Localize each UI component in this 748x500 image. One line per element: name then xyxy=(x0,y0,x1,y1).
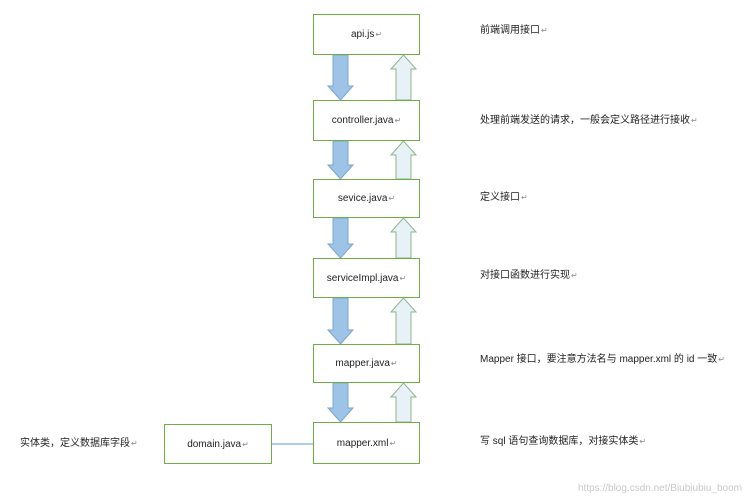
down-arrow-controller-service xyxy=(326,140,355,180)
impl-note-text: 对接口函数进行实现 xyxy=(480,270,570,281)
up-arrow-controller-api xyxy=(389,54,418,101)
service-impl-label: serviceImpl.java xyxy=(326,272,399,284)
service-note-text: 定义接口 xyxy=(480,192,520,203)
paragraph-mark-icon: ↵ xyxy=(375,30,383,39)
paragraph-mark-icon: ↵ xyxy=(242,439,249,449)
controller-note-text: 处理前端发送的请求，一般会定义路径进行接收 xyxy=(480,115,690,126)
service-java-label: sevice.java xyxy=(337,193,388,204)
domain-note: 实体类，定义数据库字段↵ xyxy=(20,438,138,450)
domain-java-box: domain.java↵ xyxy=(164,424,272,464)
down-arrow-service-impl xyxy=(326,217,355,259)
paragraph-mark-icon: ↵ xyxy=(399,273,407,283)
xml-note-text: 写 sql 语句查询数据库，对接实体类 xyxy=(480,436,639,447)
api-js-label: api.js xyxy=(350,29,375,40)
service-impl-box: serviceImpl.java↵ xyxy=(313,258,420,298)
up-arrow-mapper-impl xyxy=(389,297,418,345)
service-note: 定义接口↵ xyxy=(480,192,528,204)
down-arrow-impl-mapper xyxy=(326,297,355,345)
mapper-xml-label: mapper.xml xyxy=(336,437,389,449)
mapper-xml-box: mapper.xml↵ xyxy=(313,422,420,464)
controller-java-label: controller.java xyxy=(331,115,394,126)
controller-note: 处理前端发送的请求，一般会定义路径进行接收↵ xyxy=(480,115,698,127)
domain-note-text: 实体类，定义数据库字段 xyxy=(20,438,130,449)
service-java-box: sevice.java↵ xyxy=(313,179,420,218)
mapper-note-text: Mapper 接口，要注意方法名与 mapper.xml 的 id 一致 xyxy=(480,354,718,365)
paragraph-mark-icon: ↵ xyxy=(390,359,398,368)
paragraph-mark-icon: ↵ xyxy=(639,437,647,446)
watermark: https://blog.csdn.net/Biubiubiu_boom xyxy=(578,483,742,494)
mapper-note: Mapper 接口，要注意方法名与 mapper.xml 的 id 一致↵ xyxy=(480,354,725,366)
mapper-java-box: mapper.java↵ xyxy=(313,344,420,383)
paragraph-mark-icon: ↵ xyxy=(388,194,396,203)
up-arrow-service-controller xyxy=(389,140,418,180)
controller-java-box: controller.java↵ xyxy=(313,100,420,141)
up-arrow-xml-mapper xyxy=(389,382,418,423)
paragraph-mark-icon: ↵ xyxy=(389,438,397,448)
paragraph-mark-icon: ↵ xyxy=(718,355,725,364)
paragraph-mark-icon: ↵ xyxy=(541,26,548,35)
impl-note: 对接口函数进行实现↵ xyxy=(480,270,578,282)
api-js-box: api.js↵ xyxy=(313,14,420,55)
down-arrow-api-controller xyxy=(326,54,355,101)
up-arrow-impl-service xyxy=(389,217,418,259)
mapper-java-label: mapper.java xyxy=(335,358,390,369)
api-note-text: 前端调用接口 xyxy=(480,25,540,36)
xml-note: 写 sql 语句查询数据库，对接实体类↵ xyxy=(480,436,646,448)
paragraph-mark-icon: ↵ xyxy=(691,116,698,125)
paragraph-mark-icon: ↵ xyxy=(521,193,528,202)
paragraph-mark-icon: ↵ xyxy=(394,116,402,125)
api-note: 前端调用接口↵ xyxy=(480,25,548,37)
down-arrow-mapper-xml xyxy=(326,382,355,423)
paragraph-mark-icon: ↵ xyxy=(131,439,138,448)
domain-java-label: domain.java xyxy=(187,438,242,450)
paragraph-mark-icon: ↵ xyxy=(571,271,578,280)
